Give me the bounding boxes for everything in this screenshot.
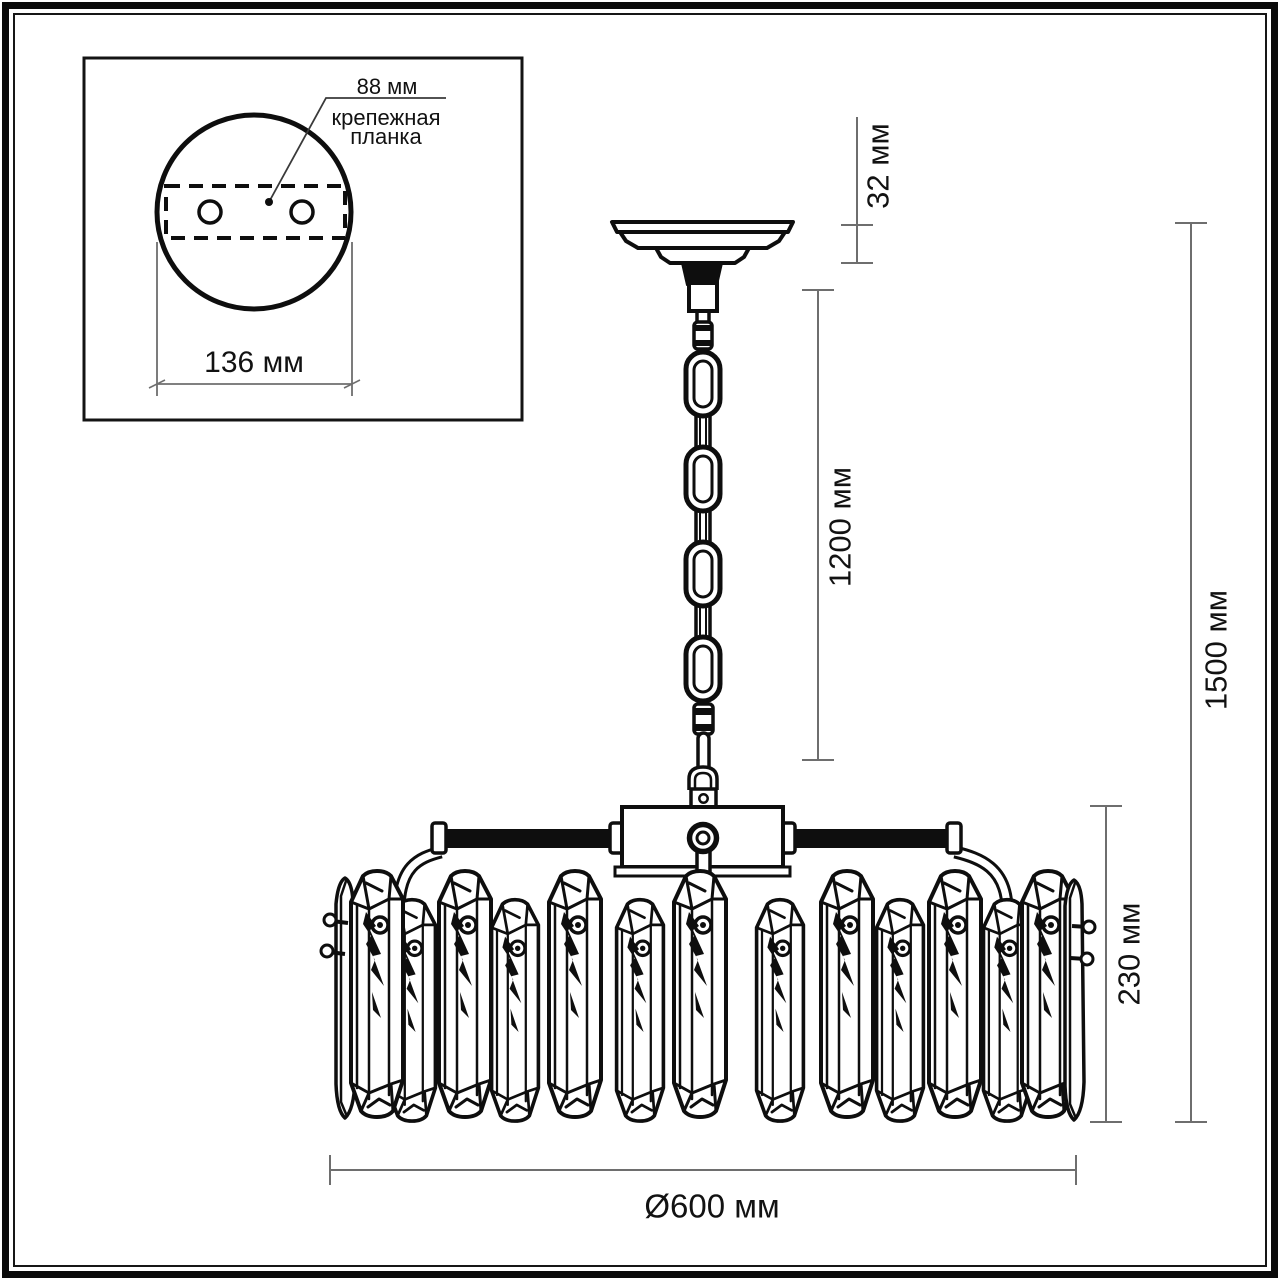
body-height-label: 230 мм	[1111, 902, 1147, 1006]
mounting-plate-top-view	[154, 112, 354, 312]
chain-links-side	[694, 400, 712, 654]
hole-spacing-label: 88 мм	[356, 74, 418, 99]
side-pins	[319, 912, 1097, 967]
bracket-label: крепежная планка	[331, 105, 441, 149]
chain-swivel-bottom	[692, 702, 715, 736]
bracket-hole-right	[289, 199, 315, 225]
dim-1500	[1175, 222, 1207, 1123]
bracket-label-line1: крепежная	[331, 105, 441, 130]
ceiling-canopy	[610, 220, 795, 286]
dim-230	[1090, 805, 1122, 1123]
bracket-label-line2: планка	[350, 124, 422, 149]
canopy-height-label: 32 мм	[860, 123, 896, 209]
bracket-hole-left	[197, 199, 223, 225]
dim-136	[148, 242, 361, 396]
bracket-leader-line	[265, 97, 446, 206]
dim-600	[329, 1155, 1077, 1185]
dim-32	[841, 117, 873, 264]
mounting-bracket-dashed-outline	[164, 184, 347, 240]
right-arm	[779, 821, 1014, 909]
inset-detail-box	[82, 56, 524, 422]
crystal-drum	[319, 869, 1097, 1123]
body-diameter-label: Ø600 мм	[644, 1187, 780, 1225]
dim-1200	[802, 289, 834, 761]
chain-links-front	[683, 349, 723, 704]
overall-height-label: 1500 мм	[1198, 589, 1234, 711]
chain-swivel-top	[692, 320, 714, 351]
suspension-chain	[683, 281, 723, 810]
hub-clevis-connector	[687, 765, 719, 810]
canopy-plate-width-label: 136 мм	[204, 346, 304, 379]
chain-length-label: 1200 мм	[822, 466, 858, 588]
